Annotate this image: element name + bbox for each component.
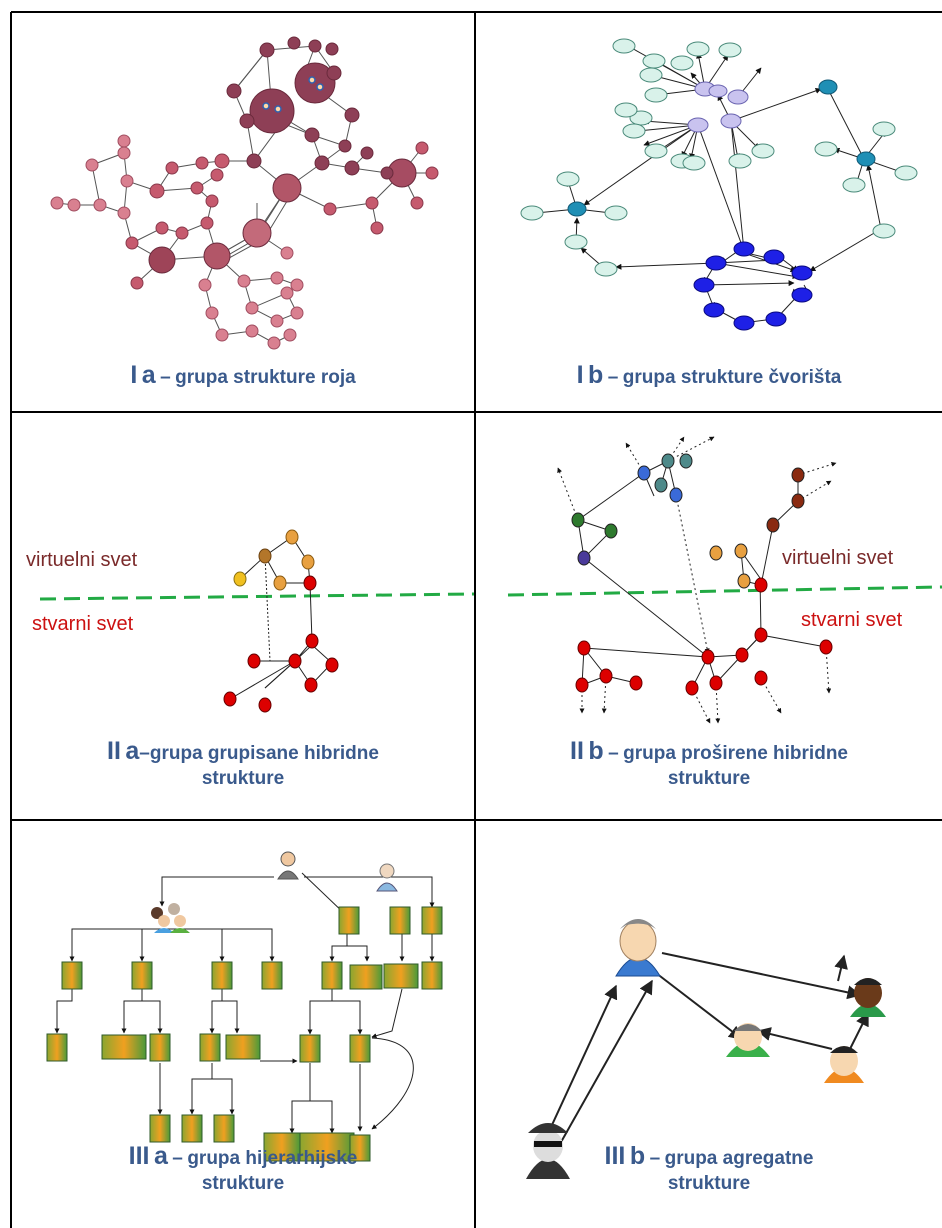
swarm-nodes [50, 36, 439, 350]
aggregate-network [526, 919, 886, 1179]
caption-ia-sep: – [160, 367, 171, 388]
grouped-nodes [223, 529, 339, 713]
hub-network [520, 38, 918, 331]
caption-iia-sep: – [139, 743, 150, 764]
caption-iib-roman: II [570, 737, 584, 765]
world-divider [39, 592, 474, 601]
caption-ib-letter: b [588, 361, 604, 389]
real-world-label-b: stvarni svet [801, 609, 903, 631]
caption-iib: II b – grupa proširene hibridne struktur… [476, 739, 942, 791]
grouped-hybrid-network [39, 529, 474, 713]
extended-hybrid-network [507, 436, 942, 724]
caption-iib-title-1: grupa proširene hibridne [623, 743, 848, 764]
caption-ia: I a – grupa strukture roja [12, 363, 474, 391]
caption-iia-title-2: strukture [201, 768, 285, 789]
caption-ib: I b – grupa strukture čvorišta [476, 363, 942, 391]
caption-iia-letter: a [125, 737, 140, 765]
caption-ib-title: grupa strukture čvorišta [622, 367, 842, 388]
caption-iiib-roman: III [604, 1142, 626, 1170]
caption-ia-letter: a [141, 361, 156, 389]
world-divider-b [507, 585, 942, 597]
caption-iiia: III a – grupa hijerarhijske strukture [12, 1144, 474, 1196]
caption-iiia-letter: a [153, 1142, 168, 1170]
caption-iiia-title-2: strukture [201, 1173, 285, 1194]
caption-ia-title: grupa strukture roja [175, 367, 356, 388]
real-world-label: stvarni svet [32, 613, 134, 635]
senior-icon [376, 863, 398, 892]
caption-ib-sep: – [607, 367, 619, 388]
hierarchy-network [46, 851, 443, 1162]
panel-iib: virtuelni svet stvarni svet [476, 413, 942, 819]
caption-iiia-title-1: grupa hijerarhijske [187, 1148, 358, 1169]
virtual-world-label: virtuelni svet [26, 549, 138, 571]
person-dark-icon [850, 978, 886, 1017]
caption-iiib-sep: – [649, 1148, 661, 1169]
caption-ia-roman: I [130, 361, 138, 389]
caption-iiia-roman: III [128, 1142, 150, 1170]
person-blue-icon [615, 919, 661, 977]
person-orange-icon [824, 1046, 864, 1083]
caption-iiib-title-2: strukture [667, 1173, 751, 1194]
team-icon [151, 903, 190, 933]
caption-iiib-title-1: grupa agregatne [664, 1148, 814, 1169]
virtual-world-label-b: virtuelni svet [782, 547, 894, 569]
caption-iia-title-1: grupa grupisane hibridne [149, 743, 379, 764]
person-green-icon [726, 1023, 770, 1057]
extended-nodes [571, 453, 833, 696]
caption-iib-letter: b [588, 737, 604, 765]
user-group-icon [262, 76, 324, 113]
hub-nodes [520, 38, 918, 331]
manager-icon [277, 851, 299, 880]
person-spy-icon [526, 1123, 570, 1179]
panel-ib: I b – grupa strukture čvorišta [476, 13, 942, 411]
caption-iiia-sep: – [172, 1148, 183, 1169]
panel-iiib: III b – grupa agregatne strukture [476, 821, 942, 1228]
caption-iiib-letter: b [629, 1142, 646, 1170]
panel-iiia: III a – grupa hijerarhijske strukture [12, 821, 474, 1228]
panel-iia: virtuelni svet stvarni svet [12, 413, 474, 819]
caption-iib-sep: – [608, 743, 619, 764]
caption-iia-roman: II [107, 737, 121, 765]
swarm-network [50, 36, 439, 350]
hierarchy-boxes [46, 906, 443, 1162]
caption-iiib: III b – grupa agregatne strukture [476, 1144, 942, 1196]
caption-iia: II a–grupa grupisane hibridne strukture [12, 739, 474, 791]
caption-ib-roman: I [576, 361, 584, 389]
caption-iib-title-2: strukture [667, 768, 751, 789]
panel-ia: I a – grupa strukture roja [12, 13, 474, 411]
